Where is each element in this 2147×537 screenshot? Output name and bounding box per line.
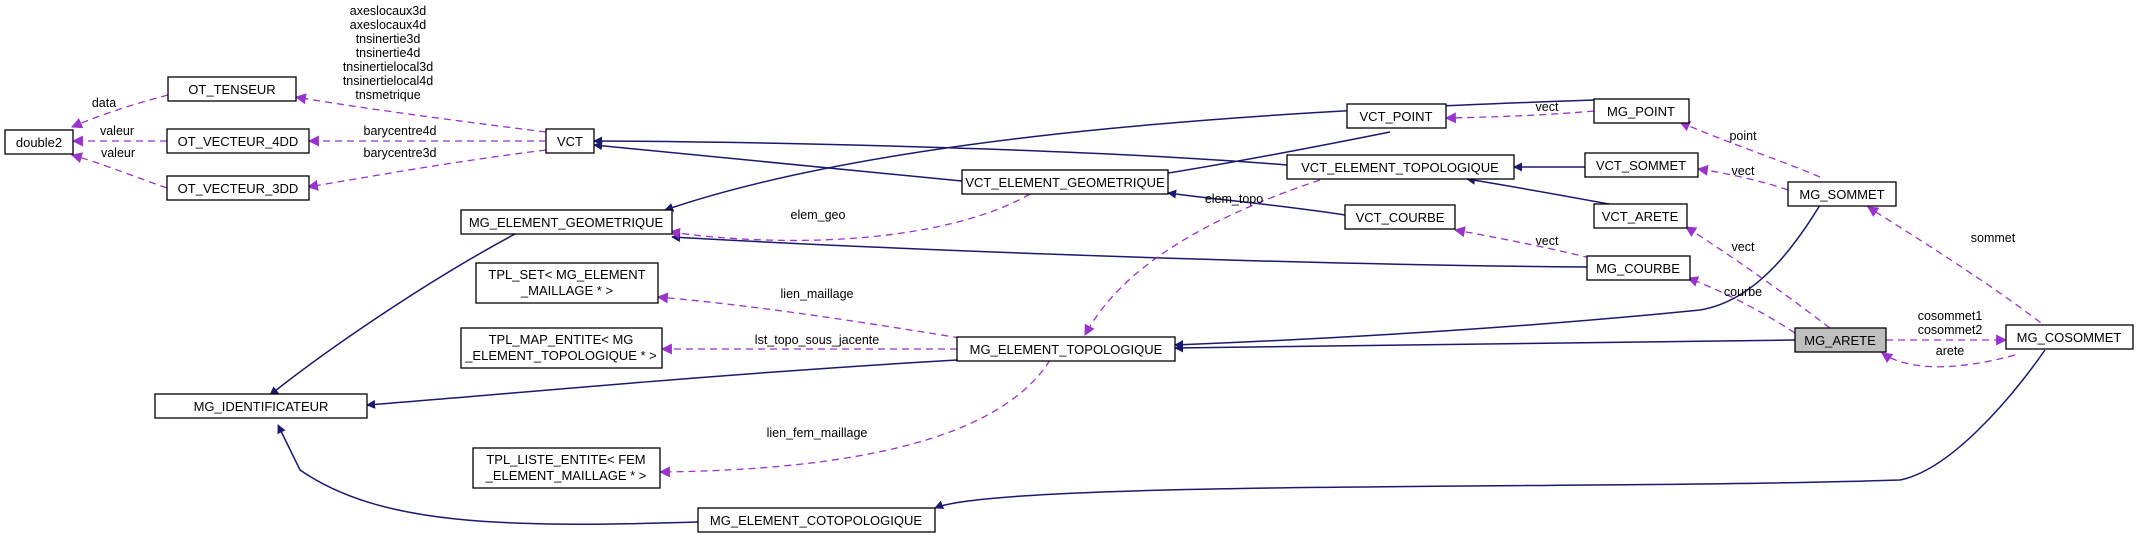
label-elem-geo: elem_geo — [791, 208, 846, 222]
node-mg-element-topologique[interactable]: MG_ELEMENT_TOPOLOGIQUE — [956, 336, 1176, 362]
label-tenseur-member-2: tnsinertie3d — [356, 32, 421, 46]
node-tpl-set-label-line1: TPL_SET< MG_ELEMENT — [488, 267, 645, 282]
node-ot-vecteur-4dd[interactable]: OT_VECTEUR_4DD — [166, 128, 310, 154]
label-lien-maillage: lien_maillage — [781, 287, 854, 301]
node-tpl-map-entite[interactable]: TPL_MAP_ENTITE< MG _ELEMENT_TOPOLOGIQUE … — [460, 327, 663, 369]
node-vct-arete[interactable]: VCT_ARETE — [1593, 203, 1688, 229]
node-mg-element-geometrique[interactable]: MG_ELEMENT_GEOMETRIQUE — [460, 209, 673, 235]
label-arete: arete — [1936, 344, 1965, 358]
node-mg-arete[interactable]: MG_ARETE — [1794, 327, 1887, 353]
edge-labels: data valeur valeur axeslocaux3d axesloca… — [92, 4, 2016, 440]
node-double2[interactable]: double2 — [4, 129, 74, 155]
label-tenseur-member-0: axeslocaux3d — [350, 4, 426, 18]
node-mg-cosommet-label: MG_COSOMMET — [2017, 330, 2122, 345]
label-valeur-4dd: valeur — [100, 124, 134, 138]
node-vct-arete-label: VCT_ARETE — [1602, 209, 1679, 224]
node-mg-identificateur-label: MG_IDENTIFICATEUR — [194, 399, 329, 414]
node-mg-arete-label: MG_ARETE — [1804, 333, 1876, 348]
node-vct-courbe-label: VCT_COURBE — [1356, 210, 1445, 225]
node-tpl-liste-entite-label-line1: TPL_LISTE_ENTITE< FEM — [486, 452, 645, 467]
label-data: data — [92, 96, 116, 110]
node-tpl-liste-entite[interactable]: TPL_LISTE_ENTITE< FEM _ELEMENT_MAILLAGE … — [472, 447, 661, 489]
node-vct-courbe[interactable]: VCT_COURBE — [1344, 204, 1456, 230]
label-courbe: courbe — [1724, 285, 1762, 299]
label-elem-topo: elem_topo — [1205, 192, 1263, 206]
label-tenseur-member-5: tnsinertielocal4d — [343, 74, 433, 88]
label-vect-courbe: vect — [1536, 234, 1559, 248]
node-tpl-map-entite-label-line2: _ELEMENT_TOPOLOGIQUE * > — [464, 348, 657, 363]
label-barycentre3d: barycentre3d — [364, 146, 437, 160]
label-lien-fem-maillage: lien_fem_maillage — [767, 426, 868, 440]
node-vct-label: VCT — [557, 134, 583, 149]
node-vct[interactable]: VCT — [545, 128, 595, 154]
node-ot-vecteur-3dd-label: OT_VECTEUR_3DD — [178, 181, 299, 196]
node-vct-element-topologique[interactable]: VCT_ELEMENT_TOPOLOGIQUE — [1286, 154, 1515, 180]
label-vect-point: vect — [1536, 100, 1559, 114]
node-vct-element-geometrique[interactable]: VCT_ELEMENT_GEOMETRIQUE — [961, 169, 1169, 195]
class-nodes: double2 OT_TENSEUR OT_VECTEUR_4DD OT_VEC… — [4, 76, 2134, 533]
label-tenseur-member-3: tnsinertie4d — [356, 46, 421, 60]
node-vct-point[interactable]: VCT_POINT — [1346, 103, 1447, 129]
node-tpl-map-entite-label-line1: TPL_MAP_ENTITE< MG — [489, 332, 634, 347]
node-mg-element-cotopologique[interactable]: MG_ELEMENT_COTOPOLOGIQUE — [697, 507, 936, 533]
node-ot-tenseur-label: OT_TENSEUR — [188, 82, 275, 97]
label-tenseur-member-4: tnsinertielocal3d — [343, 60, 433, 74]
node-vct-sommet-label: VCT_SOMMET — [1596, 158, 1686, 173]
usage-edges — [70, 93, 2051, 478]
label-vect-arete: vect — [1732, 240, 1755, 254]
label-point: point — [1729, 129, 1757, 143]
node-mg-cosommet[interactable]: MG_COSOMMET — [2005, 324, 2134, 350]
node-double2-label: double2 — [16, 135, 62, 150]
label-cosommet1: cosommet1 — [1918, 309, 1983, 323]
node-mg-courbe-label: MG_COURBE — [1596, 261, 1680, 276]
node-ot-vecteur-4dd-label: OT_VECTEUR_4DD — [178, 134, 299, 149]
node-mg-point-label: MG_POINT — [1607, 104, 1675, 119]
node-mg-element-cotopologique-label: MG_ELEMENT_COTOPOLOGIQUE — [710, 513, 922, 528]
label-valeur-3dd: valeur — [101, 146, 135, 160]
node-mg-sommet-label: MG_SOMMET — [1799, 187, 1884, 202]
node-tpl-liste-entite-label-line2: _ELEMENT_MAILLAGE * > — [485, 468, 647, 483]
node-mg-point[interactable]: MG_POINT — [1593, 98, 1690, 124]
node-vct-element-geometrique-label: VCT_ELEMENT_GEOMETRIQUE — [965, 175, 1165, 190]
node-ot-vecteur-3dd[interactable]: OT_VECTEUR_3DD — [166, 175, 310, 201]
inheritance-edges — [269, 99, 2046, 525]
node-mg-element-geometrique-label: MG_ELEMENT_GEOMETRIQUE — [469, 215, 664, 230]
node-tpl-set[interactable]: TPL_SET< MG_ELEMENT _MAILLAGE * > — [475, 262, 659, 304]
node-vct-point-label: VCT_POINT — [1360, 109, 1433, 124]
node-mg-element-topologique-label: MG_ELEMENT_TOPOLOGIQUE — [970, 342, 1163, 357]
node-mg-sommet[interactable]: MG_SOMMET — [1787, 181, 1897, 207]
node-mg-identificateur[interactable]: MG_IDENTIFICATEUR — [154, 393, 368, 419]
label-lst-topo-sous-jacente: lst_topo_sous_jacente — [755, 333, 879, 347]
label-cosommet2: cosommet2 — [1918, 323, 1983, 337]
label-barycentre4d: barycentre4d — [364, 124, 437, 138]
label-tenseur-member-6: tnsmetrique — [355, 88, 420, 102]
node-tpl-set-label-line2: _MAILLAGE * > — [520, 283, 613, 298]
node-vct-element-topologique-label: VCT_ELEMENT_TOPOLOGIQUE — [1301, 160, 1499, 175]
label-sommet: sommet — [1971, 231, 2016, 245]
node-mg-courbe[interactable]: MG_COURBE — [1586, 255, 1691, 281]
label-tenseur-member-1: axeslocaux4d — [350, 18, 426, 32]
node-ot-tenseur[interactable]: OT_TENSEUR — [167, 76, 297, 102]
label-vect-sommet: vect — [1732, 164, 1755, 178]
node-vct-sommet[interactable]: VCT_SOMMET — [1584, 152, 1699, 178]
